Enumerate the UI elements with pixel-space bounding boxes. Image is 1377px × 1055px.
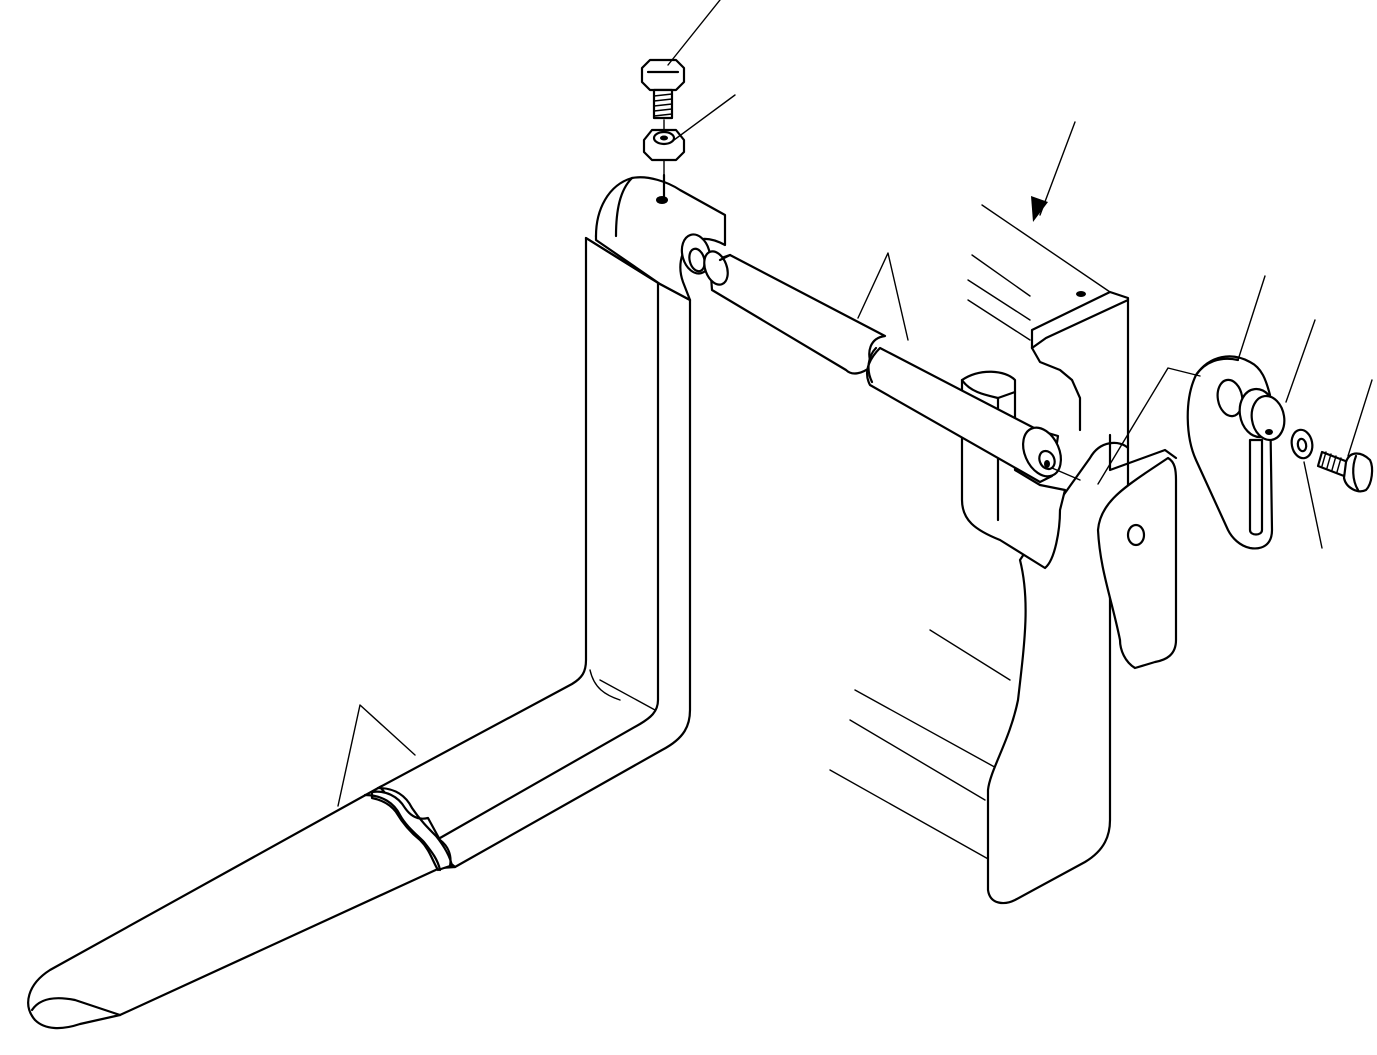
- shaft-pin: [703, 250, 1081, 484]
- tine-bolt-hole: [656, 196, 668, 204]
- bolt-top: [640, 58, 686, 120]
- bolt-side: [1316, 450, 1374, 493]
- nut-top: [642, 119, 686, 179]
- arrow-head-icon: [1031, 196, 1048, 222]
- fork-tine: [27, 173, 727, 1030]
- carriage-frame: [829, 204, 1178, 905]
- roller: [1238, 387, 1286, 442]
- lock-plate: [1186, 355, 1274, 550]
- leader-lines: [337, 0, 1373, 807]
- bracket-hole: [1076, 291, 1086, 297]
- washer: [1290, 428, 1314, 460]
